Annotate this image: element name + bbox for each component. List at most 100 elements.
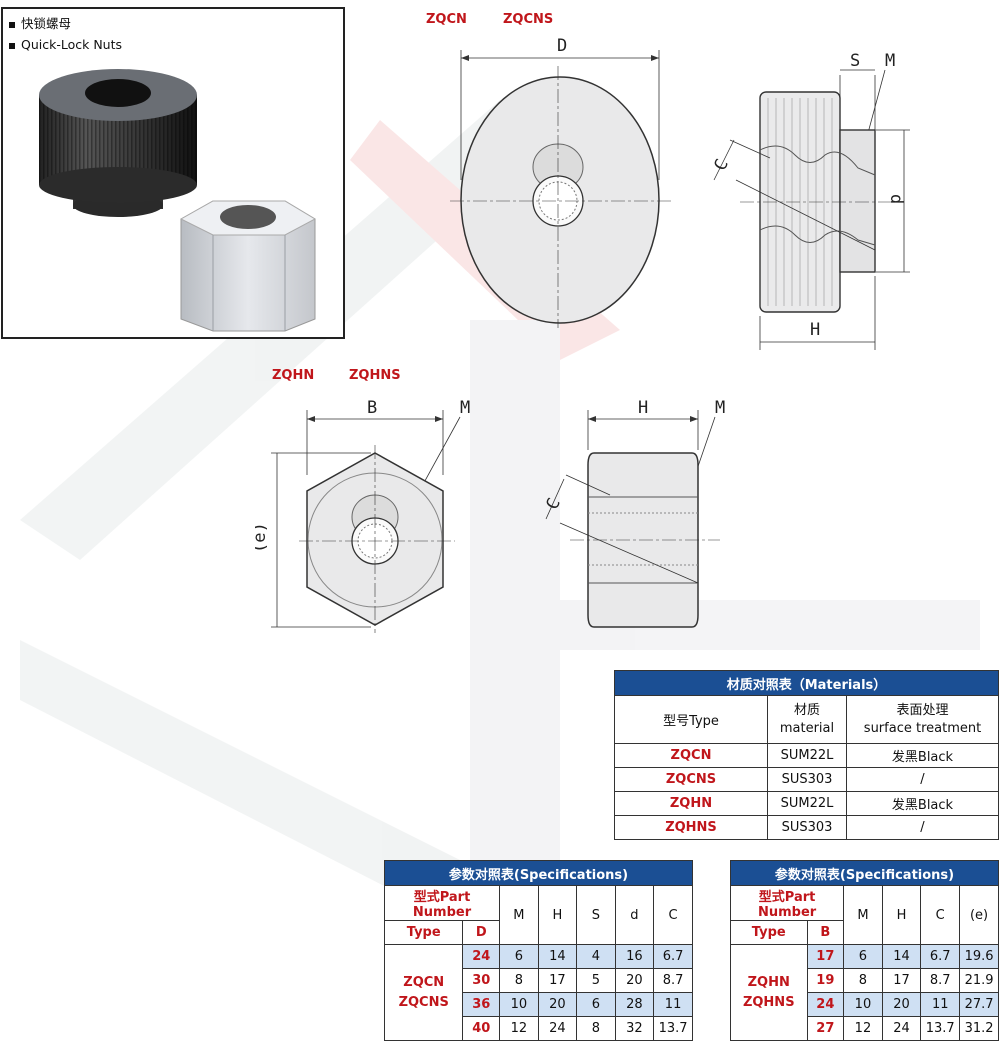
table-cell: 11 xyxy=(920,992,961,1017)
table-cell: 19.6 xyxy=(959,944,999,969)
table-cell: C xyxy=(920,885,961,945)
table-cell: 19 xyxy=(806,968,845,993)
text-label: 表面处理 xyxy=(896,702,949,718)
table-cell: 24 xyxy=(806,992,845,1017)
dim-M-hex: M xyxy=(460,398,470,418)
table-cell: 8.7 xyxy=(653,968,693,993)
table-cell: / xyxy=(846,815,999,840)
table-cell: SUS303 xyxy=(767,767,847,792)
table-row: Type B xyxy=(730,920,999,945)
dim-H-hex: H xyxy=(638,398,648,418)
col-type-header: 型号Type xyxy=(614,695,768,744)
hex-nut-front-drawing: B M (e) xyxy=(255,398,470,633)
table-cell: / xyxy=(846,767,999,792)
table-cell: 20 xyxy=(881,992,922,1017)
table-cell: d xyxy=(614,885,655,945)
spec-left-title: 参数对照表(Specifications) xyxy=(384,860,693,886)
table-cell: 17 xyxy=(881,968,922,993)
table-row: 型式Part Number M H S d C xyxy=(383,885,693,945)
table-cell: 5 xyxy=(576,968,616,993)
table-cell: 6 xyxy=(843,944,883,969)
table-cell: H xyxy=(881,885,922,945)
table-cell: 6.7 xyxy=(653,944,693,969)
table-row: 参数对照表(Specifications) xyxy=(384,860,693,886)
table-cell: 21.9 xyxy=(959,968,999,993)
table-cell: M xyxy=(499,885,539,945)
table-cell: 4 xyxy=(576,944,616,969)
table-cell: 16 xyxy=(614,944,655,969)
table-cell: 20 xyxy=(614,968,655,993)
round-nut-side-drawing: S M C d H xyxy=(710,51,910,350)
table-cell: 6 xyxy=(499,944,539,969)
text-label: ZQHN xyxy=(747,974,790,990)
table-cell: 11 xyxy=(653,992,693,1017)
dim-S: S xyxy=(850,51,860,71)
part-number-header-hex: 型式Part Number xyxy=(729,885,845,921)
text-label: material xyxy=(779,720,835,736)
materials-table: 材质对照表（Materials） 型号Type 材质 material 表面处理 s… xyxy=(614,670,999,840)
legend-zh: 快锁螺母 xyxy=(9,13,71,32)
table-cell: 10 xyxy=(843,992,883,1017)
table-cell: M xyxy=(843,885,883,945)
table-cell: (e) xyxy=(959,885,999,945)
table-cell: 6 xyxy=(576,992,616,1017)
spec-table-round: 参数对照表(Specifications) 型式Part Number M H … xyxy=(383,860,693,1041)
table-cell: 17 xyxy=(537,968,578,993)
bullet-icon xyxy=(9,21,15,28)
table-cell: SUS303 xyxy=(767,815,847,840)
table-cell: H xyxy=(537,885,578,945)
bullet-icon xyxy=(9,42,15,49)
table-cell: 10 xyxy=(499,992,539,1017)
table-cell: 14 xyxy=(537,944,578,969)
table-row: 型号Type 材质 material 表面处理 surface treatment xyxy=(614,695,999,744)
table-cell: ZQCN xyxy=(614,743,768,768)
table-cell: 20 xyxy=(537,992,578,1017)
product-photo-panel: 快锁螺母 Quick-Lock Nuts xyxy=(1,7,345,339)
table-cell: ZQHNS xyxy=(614,815,768,840)
table-cell: ZQHN xyxy=(614,791,768,816)
dim-M-hex-side: M xyxy=(715,398,725,418)
table-cell: 14 xyxy=(881,944,922,969)
table-cell: D xyxy=(462,920,501,945)
table-row: 材质对照表（Materials） xyxy=(614,670,999,696)
table-row: Type D xyxy=(383,920,693,945)
table-cell: 8 xyxy=(843,968,883,993)
table-cell: Type xyxy=(730,920,808,945)
dim-d: d xyxy=(886,194,906,204)
materials-title: 材质对照表（Materials） xyxy=(614,670,999,696)
text-label: ZQCN xyxy=(403,974,445,990)
dim-C-hex: C xyxy=(542,495,564,513)
spec-right-title: 参数对照表(Specifications) xyxy=(730,860,999,886)
table-cell: 36 xyxy=(462,992,501,1017)
table-cell: 24 xyxy=(462,944,501,969)
table-cell: 8.7 xyxy=(920,968,961,993)
table-cell: 发黑Black xyxy=(846,791,999,816)
text-label: ZQHNS xyxy=(742,994,795,1010)
dim-e: (e) xyxy=(255,522,270,553)
table-cell: Type xyxy=(383,920,464,945)
text-label: 材质 xyxy=(793,702,820,718)
table-row: 型式Part Number M H C (e) xyxy=(729,885,999,945)
table-cell: 8 xyxy=(499,968,539,993)
dim-M-side: M xyxy=(885,51,895,71)
table-cell: C xyxy=(653,885,693,945)
text-label: surface treatment xyxy=(863,720,982,736)
table-cell: ZQCNS xyxy=(614,767,768,792)
table-cell: S xyxy=(576,885,616,945)
table-row: 参数对照表(Specifications) xyxy=(730,860,999,886)
table-cell: 6.7 xyxy=(920,944,961,969)
col-material-header: 材质 material xyxy=(767,695,847,744)
series-label-zqhn: ZQHN xyxy=(272,368,315,383)
part-number-header: 型式Part Number xyxy=(383,885,501,921)
nuts-photo xyxy=(39,69,317,332)
